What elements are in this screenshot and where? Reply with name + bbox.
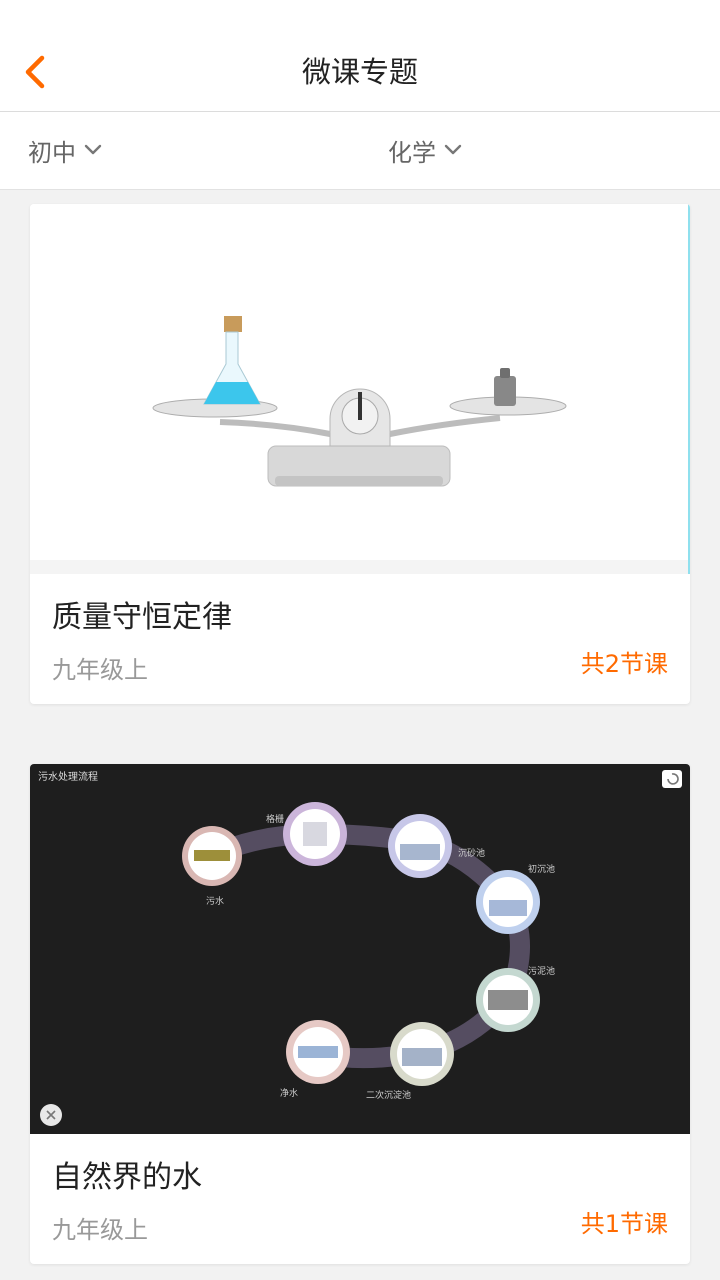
course-card[interactable]: 污水处理流程 污水 格栅 沉砂池	[30, 764, 690, 1264]
refresh-icon	[662, 770, 682, 788]
svg-text:沉砂池: 沉砂池	[458, 847, 485, 859]
level-filter[interactable]: 初中	[28, 130, 102, 170]
page-title: 微课专题	[301, 55, 418, 89]
node-grille: 格栅	[266, 802, 347, 866]
svg-text:污水: 污水	[206, 895, 224, 907]
node-grit-chamber: 沉砂池	[388, 814, 485, 878]
svg-text:初沉池: 初沉池	[528, 863, 555, 875]
course-grade: 九年级上	[52, 1216, 148, 1244]
node-primary-tank: 初沉池	[476, 863, 555, 934]
subject-filter-label: 化学	[388, 138, 436, 167]
top-bar: 微课专题	[0, 0, 720, 112]
course-card[interactable]: 质量守恒定律 九年级上 共2节课	[30, 204, 690, 704]
svg-text:二次沉淀池: 二次沉淀池	[366, 1089, 411, 1101]
back-button[interactable]	[18, 52, 54, 92]
course-title: 自然界的水	[52, 1160, 202, 1195]
course-title: 质量守恒定律	[52, 600, 232, 635]
diagram-heading: 污水处理流程	[38, 770, 98, 783]
balance-scale-image	[30, 204, 690, 574]
lesson-count: 共1节课	[580, 1210, 668, 1238]
water-treatment-image: 污水处理流程 污水 格栅 沉砂池	[30, 764, 690, 1134]
level-filter-label: 初中	[28, 138, 76, 167]
node-secondary-tank: 二次沉淀池	[366, 1022, 454, 1101]
chevron-down-icon	[444, 144, 462, 155]
node-clean-water: 净水	[280, 1020, 350, 1099]
svg-text:格栅: 格栅	[266, 813, 284, 825]
chevron-left-icon	[25, 55, 45, 89]
chevron-down-icon	[84, 144, 102, 155]
filter-bar: 初中 化学	[0, 112, 720, 190]
subject-filter[interactable]: 化学	[388, 130, 462, 170]
close-icon	[40, 1104, 62, 1126]
svg-text:净水: 净水	[280, 1087, 298, 1099]
lesson-count: 共2节课	[580, 650, 668, 678]
course-grade: 九年级上	[52, 656, 148, 684]
svg-text:污泥池: 污泥池	[528, 965, 555, 977]
node-sludge-tank: 污泥池	[476, 965, 555, 1032]
image-edge	[688, 204, 690, 574]
node-sewage: 污水	[182, 826, 242, 907]
